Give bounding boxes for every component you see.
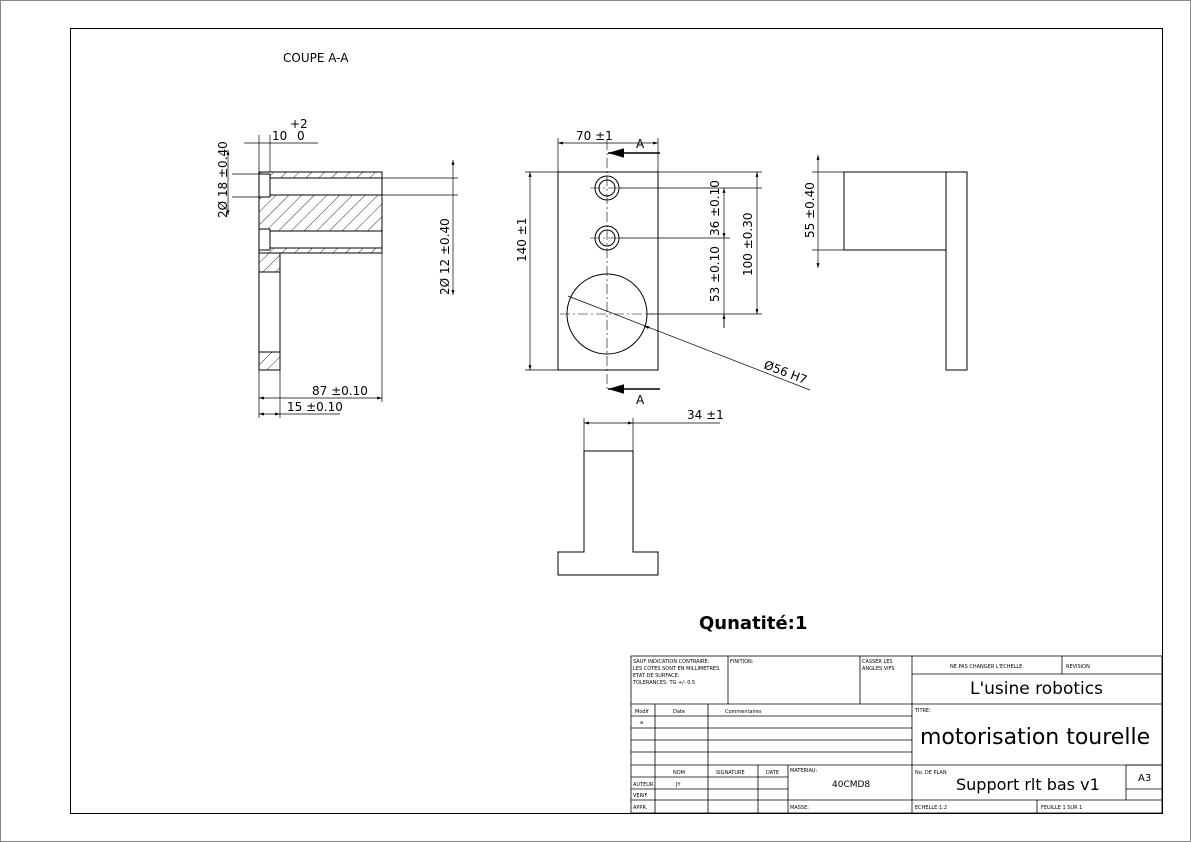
tb-finition: FINITION: xyxy=(730,659,754,665)
top-view-dimensions xyxy=(583,418,720,451)
side-view-dimensions xyxy=(812,155,844,268)
dim-34: 34 ±1 xyxy=(687,408,724,422)
section-label: COUPE A-A xyxy=(283,51,349,65)
dim-55: 55 ±0.40 xyxy=(803,182,817,238)
tb-format: A3 xyxy=(1138,773,1151,784)
tb-titre: TITRE: xyxy=(914,708,931,714)
tb-auteur-val: JY xyxy=(675,782,681,788)
tb-commentaires: Commentaires xyxy=(725,709,762,715)
dim-140: 140 ±1 xyxy=(515,218,529,262)
top-view xyxy=(557,450,659,576)
tb-verif: VERIF. xyxy=(633,793,649,799)
section-view xyxy=(258,171,383,371)
tb-echelle: ECHELLE:1:2 xyxy=(915,805,947,811)
dim-dia12: 2Ø 12 ±0.40 xyxy=(438,218,452,295)
dim-87: 87 ±0.10 xyxy=(312,384,368,398)
section-view-dimensions xyxy=(226,135,458,418)
front-view-dimensions xyxy=(525,138,811,391)
tb-modif: Modif xyxy=(635,709,649,715)
tb-appr: APPR. xyxy=(633,805,648,811)
tb-company: L'usine robotics xyxy=(970,679,1103,699)
dim-100: 100 ±0.30 xyxy=(741,213,755,277)
tb-materiau: 40CMD8 xyxy=(832,780,870,790)
tb-note-1: SAUF INDICATION CONTRAIRE: xyxy=(633,659,710,665)
tb-note-4: TOLERANCES: TG +/- 0.5 xyxy=(632,680,695,686)
dim-tol-zero: 0 xyxy=(297,129,305,143)
dim-dia56: Ø56 H7 xyxy=(762,358,809,387)
tb-rev-a: a xyxy=(640,720,643,726)
dim-36: 36 ±0.10 xyxy=(708,180,722,236)
dim-15: 15 ±0.10 xyxy=(287,400,343,414)
tb-no-plan: No. DE PLAN xyxy=(915,770,947,776)
tb-casser-1: CASSER LES xyxy=(862,659,893,665)
dim-53: 53 ±0.10 xyxy=(708,246,722,302)
tb-casser-2: ANGLES VIFS xyxy=(862,666,895,672)
dim-depth-10: 10 xyxy=(272,129,287,143)
side-view xyxy=(843,171,968,371)
dim-70: 70 ±1 xyxy=(576,129,613,143)
section-marker-bottom: A xyxy=(636,393,645,407)
front-view xyxy=(557,171,659,371)
section-cut-arrows xyxy=(608,148,660,394)
title-block xyxy=(630,655,1163,814)
tb-materiau-label: MATERIAU: xyxy=(790,768,818,774)
tb-note-2: LES COTES SONT EN MILLIMETRES xyxy=(633,666,719,672)
tb-feuille: FEUILLE 1 SUR 1 xyxy=(1041,805,1082,811)
tb-note-3: ETAT DE SURFACE: xyxy=(633,673,680,679)
section-marker-top: A xyxy=(636,137,645,151)
tb-date-h: Date xyxy=(673,709,685,715)
tb-signature: SIGNATURE xyxy=(716,770,745,776)
tb-masse: MASSE: xyxy=(790,805,809,811)
dim-dia18: 2Ø 18 ±0.40 xyxy=(216,141,230,218)
tb-auteur: AUTEUR xyxy=(633,782,654,788)
tb-plan-name: Support rlt bas v1 xyxy=(956,775,1100,794)
tb-ne-pas: NE PAS CHANGER L'ECHELLE xyxy=(950,664,1022,670)
tb-title: motorisation tourelle xyxy=(920,725,1150,750)
quantity-label: Qunatité:1 xyxy=(699,613,807,634)
front-view-centerlines xyxy=(560,140,654,392)
drawing-frame xyxy=(70,28,1163,814)
tb-revision: REVISION xyxy=(1066,664,1090,670)
tb-nom: NOM xyxy=(673,770,685,776)
tb-date: DATE xyxy=(766,770,779,776)
dim-tol-plus: +2 xyxy=(290,117,308,131)
